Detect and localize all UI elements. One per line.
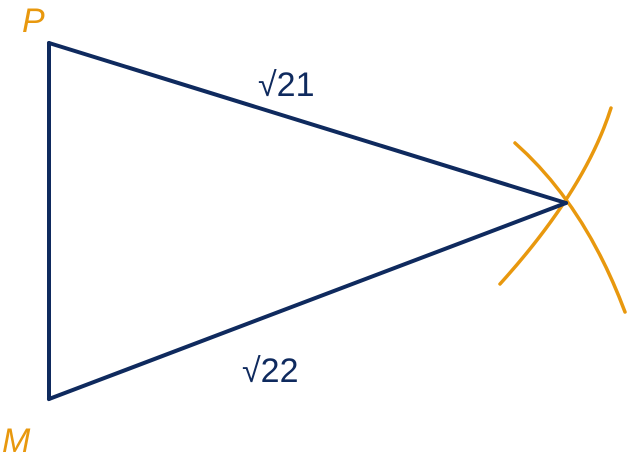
construction-arc-lower [513, 141, 627, 314]
edge-label-top: √21 [258, 66, 314, 104]
side-bottom [47, 201, 568, 401]
vertex-label-m: M [2, 422, 31, 458]
vertex-label-p: P [22, 2, 45, 40]
side-top [47, 41, 568, 205]
construction-arc-upper [498, 106, 613, 286]
edge-label-bottom: √22 [242, 352, 298, 390]
